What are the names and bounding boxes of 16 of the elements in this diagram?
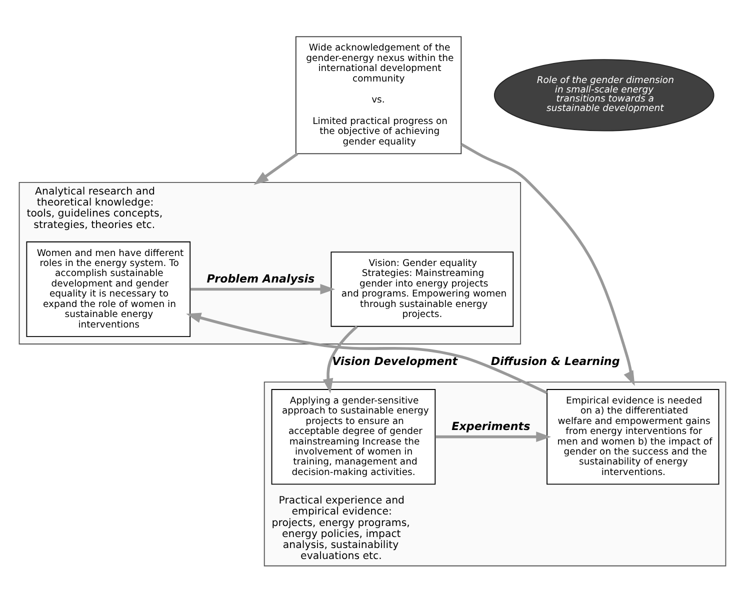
node-box: Empirical evidence is needed on a) the differentiated welfare and empowerment gains from energy interventions for men and women b) the impact of gender on the success and the sustainability of energy interventions.	[546, 388, 720, 484]
node-box: Women and men have different roles in the energy system. To accomplish sustainable development and gender equality it is necessary to expand the role of women in sustainable energy interventions	[26, 240, 191, 337]
arrow	[322, 325, 358, 393]
edge-label: Experiments	[452, 419, 530, 432]
node-ellipse: Role of the gender dimension in small-scale energy transitions towards a sustainable development	[494, 58, 714, 131]
node-box: Wide acknowledgement of the gender-energy nexus within the international development community vs. Limited practical progress on the objective of achieving gender equality	[295, 36, 462, 154]
edge-label: Problem Analysis	[206, 272, 315, 285]
node-box: Vision: Gender equality Strategies: Mainstreaming gender into energy projects and programs. Empowering women through sustainable energy projects.	[330, 251, 514, 326]
arrow	[460, 142, 635, 386]
edge-label: Vision Development	[332, 354, 458, 368]
arrow	[254, 152, 298, 184]
arrow	[190, 284, 336, 294]
edge-label: Diffusion & Learning	[490, 354, 620, 368]
arrow	[186, 312, 548, 394]
node-box: Applying a gender-sensitive approach to sustainable energy projects to ensure an acceptable degree of gender mainstreaming Increase the involvement of women in training, management and decision-making activities.	[271, 388, 436, 484]
arrow	[435, 431, 552, 442]
